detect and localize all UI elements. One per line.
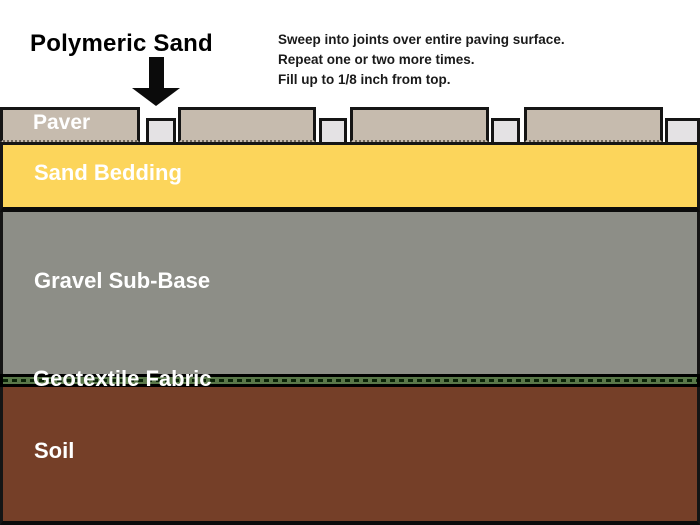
joint-sand-fill (665, 118, 700, 142)
paver-block (350, 107, 489, 142)
down-arrow-head (132, 88, 180, 106)
soil-layer (0, 387, 700, 525)
instruction-line-3: Fill up to 1/8 inch from top. (278, 72, 451, 87)
paver-block (0, 107, 140, 142)
paver-block (178, 107, 316, 142)
instruction-line-2: Repeat one or two more times. (278, 52, 475, 67)
joint-sand-fill (146, 118, 176, 142)
gravel-sub-base-layer (0, 212, 700, 374)
down-arrow-icon (132, 57, 180, 106)
joint-sand-fill (319, 118, 347, 142)
gravel-sub-base-label: Gravel Sub-Base (34, 268, 211, 293)
soil-label: Soil (34, 438, 75, 463)
instruction-text-block: Sweep into joints over entire paving sur… (278, 30, 565, 90)
sand-bedding-label: Sand Bedding (34, 160, 182, 185)
sand-bedding-layer (0, 142, 700, 212)
instruction-line-1: Sweep into joints over entire paving sur… (278, 32, 565, 47)
paver-label: Paver (33, 111, 91, 134)
polymeric-sand-label: Polymeric Sand (30, 30, 213, 57)
down-arrow-shaft (149, 57, 164, 89)
joint-sand-fill (491, 118, 520, 142)
geotextile-stitch-line (3, 379, 697, 382)
geotextile-fabric-layer (0, 374, 700, 387)
paver-block (524, 107, 663, 142)
geotextile-fabric-label: Geotextile Fabric (33, 366, 212, 391)
